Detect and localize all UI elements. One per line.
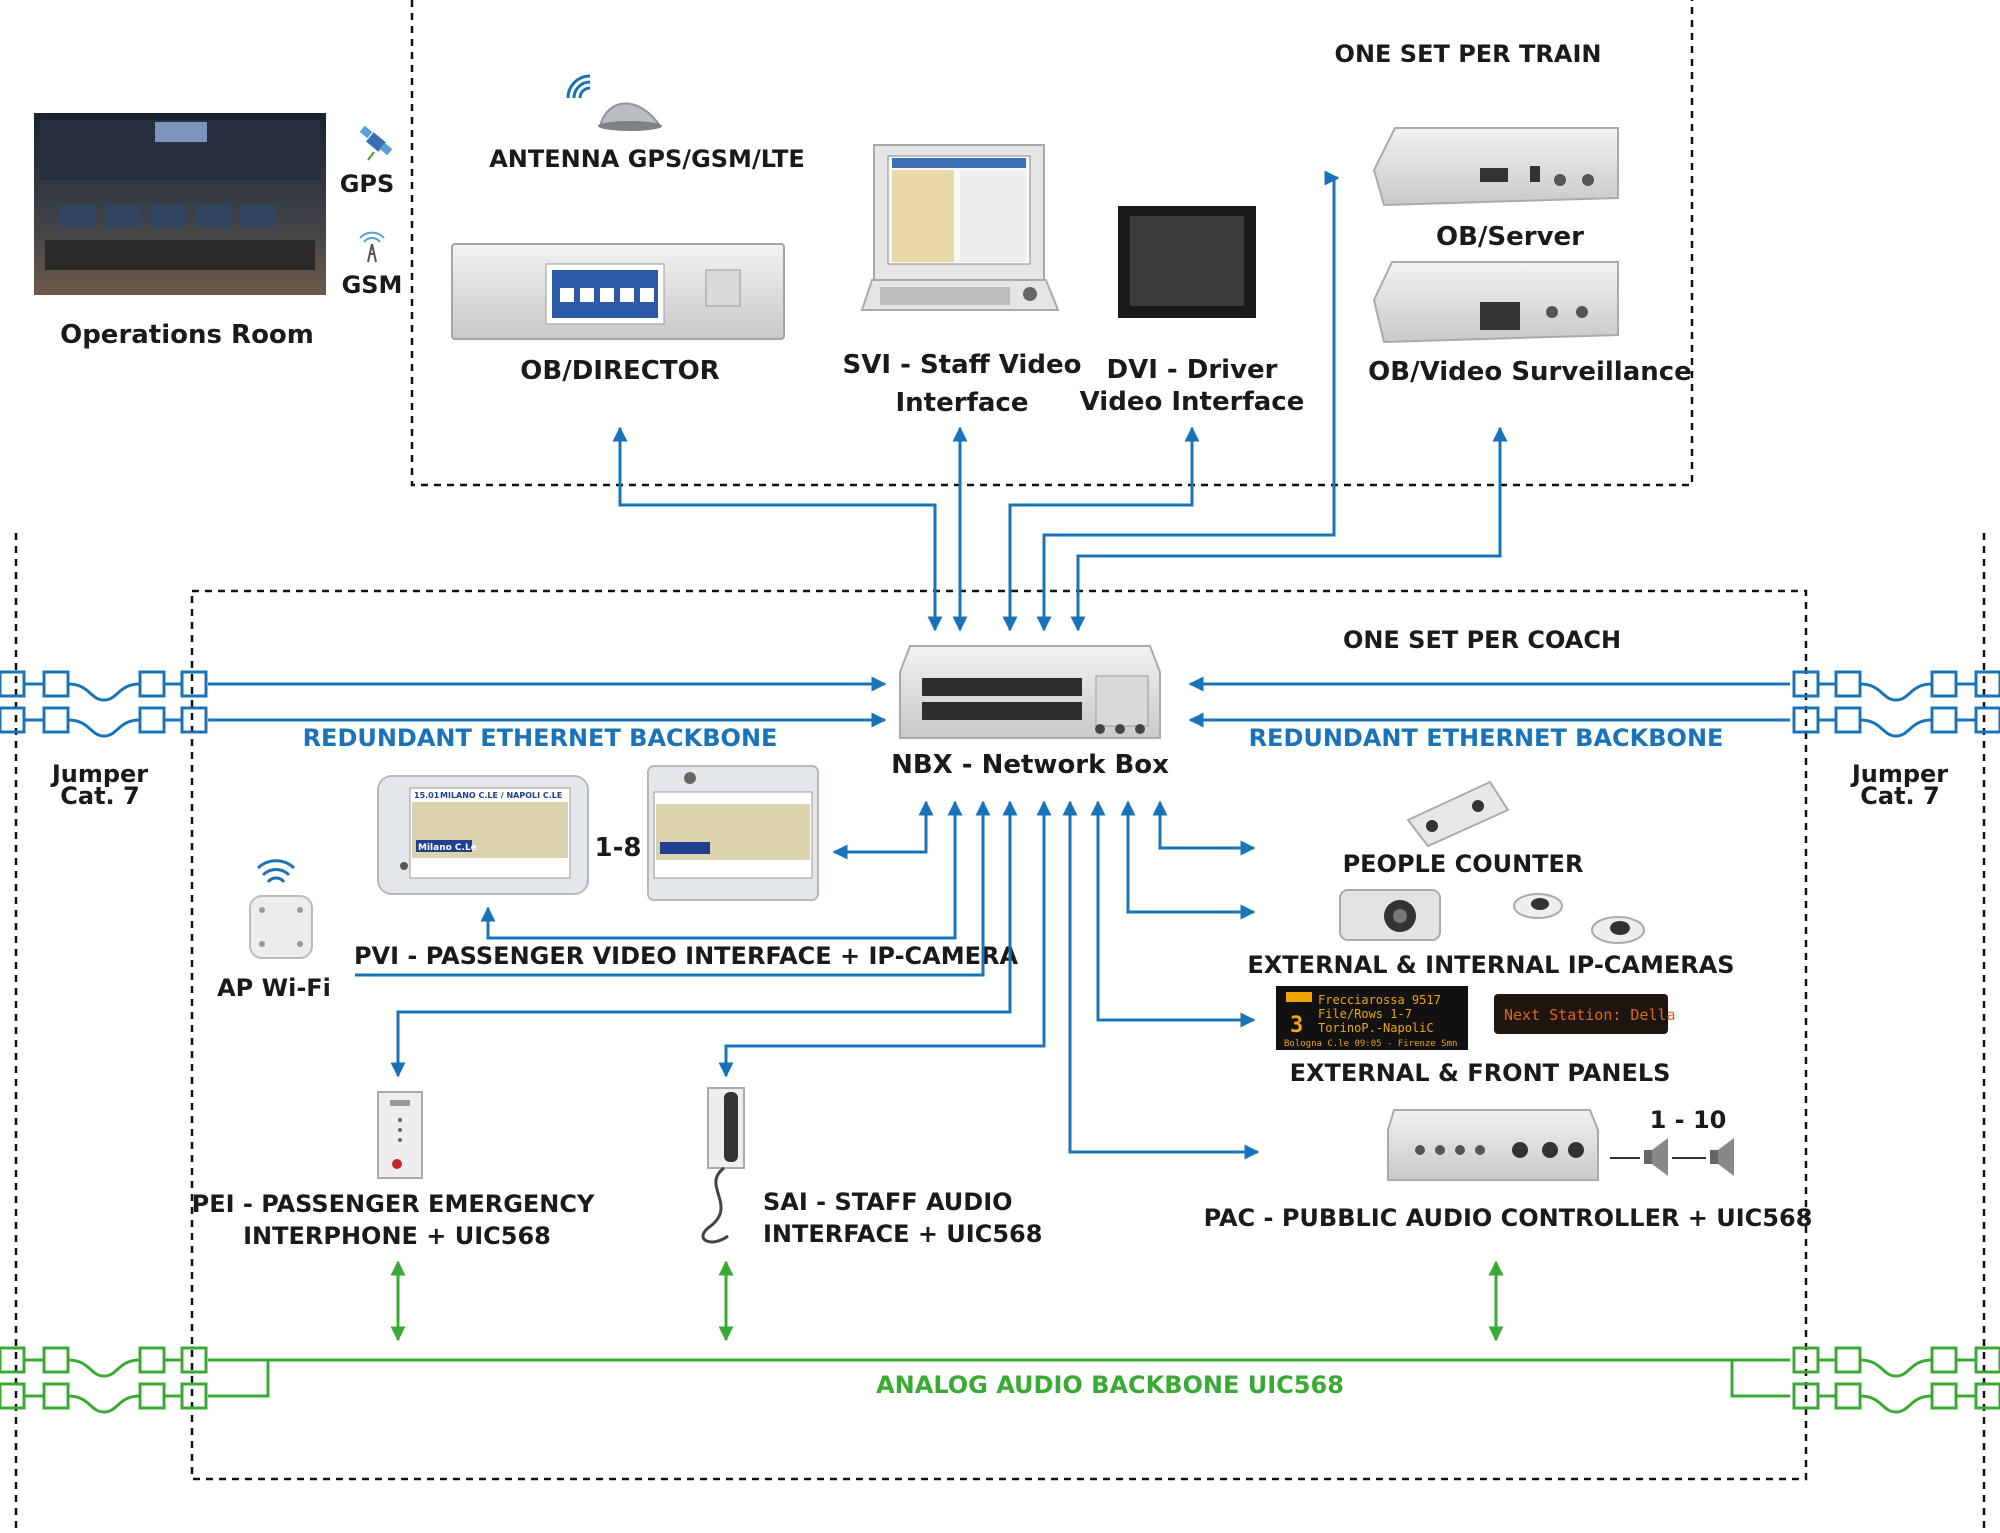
pvi-display-large: 15.01 MILANO C.LE / NAPOLI C.LE Milano C…	[377, 775, 589, 895]
ip-camera-external	[1339, 889, 1441, 941]
nbx-label: NBX - Network Box	[891, 750, 1169, 780]
ip-camera-dome-1	[1513, 893, 1563, 919]
gps-label: GPS	[340, 170, 395, 198]
people-counter-device	[1406, 780, 1510, 848]
jumper-audio-right	[1792, 1346, 2000, 1414]
ip-cameras-label: EXTERNAL & INTERNAL IP-CAMERAS	[1247, 951, 1734, 979]
dvi-monitor	[1118, 206, 1256, 318]
analog-audio-backbone	[208, 1358, 1790, 1398]
jumper-right-label-line2: Cat. 7	[1860, 782, 1939, 810]
coach-network-links	[355, 800, 1260, 1160]
analog-audio-backbone-label: ANALOG AUDIO BACKBONE UIC568	[876, 1371, 1344, 1399]
jumper-ethernet-right	[1792, 670, 2000, 738]
dvi-label-line1: DVI - Driver	[1107, 355, 1278, 385]
svi-terminal	[860, 144, 1060, 311]
redundant-ethernet-right-label: REDUNDANT ETHERNET BACKBONE	[1249, 724, 1724, 752]
audio-links	[390, 1260, 1504, 1342]
ip-camera-dome-2	[1591, 916, 1645, 944]
panels-label: EXTERNAL & FRONT PANELS	[1290, 1059, 1671, 1087]
sai-label-line2: INTERFACE + UIC568	[763, 1220, 1042, 1248]
wifi-icon	[256, 859, 296, 884]
satellite-icon	[359, 125, 393, 161]
gsm-label: GSM	[342, 271, 403, 299]
ap-wifi-device	[249, 895, 313, 959]
people-counter-label: PEOPLE COUNTER	[1343, 850, 1584, 878]
ob-server-unit	[1372, 127, 1619, 207]
panel-line4: Bologna C.le 09:05 - Firenze Smn	[1284, 1039, 1457, 1049]
speaker-icon-1	[1644, 1138, 1668, 1176]
front-panel: Next Station: Della	[1494, 994, 1676, 1034]
operations-room-photo	[34, 113, 326, 295]
panel-line1: Frecciarossa 9517	[1318, 993, 1441, 1007]
jumper-left-label-line2: Cat. 7	[60, 782, 139, 810]
pvi-screen-time: 15.01	[414, 791, 440, 800]
svi-label-line2: Interface	[896, 388, 1029, 418]
jumper-right-label-line1: Jumper	[1850, 760, 1948, 788]
jumper-left-label-line1: Jumper	[50, 760, 148, 788]
pvi-display-small	[647, 765, 819, 901]
ap-wifi-label: AP Wi-Fi	[217, 974, 331, 1002]
pei-interphone-device	[377, 1091, 423, 1179]
pvi-label: PVI - PASSENGER VIDEO INTERFACE + IP-CAM…	[354, 942, 1019, 970]
one-set-per-coach-label: ONE SET PER COACH	[1343, 626, 1621, 654]
antenna-label: ANTENNA GPS/GSM/LTE	[489, 145, 805, 173]
operations-room-label: Operations Room	[60, 320, 314, 350]
pei-label-line2: INTERPHONE + UIC568	[243, 1222, 551, 1250]
redundant-ethernet-left-label: REDUNDANT ETHERNET BACKBONE	[303, 724, 778, 752]
ob-server-label: OB/Server	[1436, 222, 1584, 252]
panel-number: 3	[1290, 1013, 1303, 1038]
pei-label-line1: PEI - PASSENGER EMERGENCY	[192, 1190, 595, 1218]
one-set-per-train-label: ONE SET PER TRAIN	[1335, 40, 1602, 68]
train-network-links	[612, 170, 1508, 632]
panel-line2: File/Rows 1-7	[1318, 1007, 1412, 1021]
panel-line3: TorinoP.-NapoliC	[1318, 1021, 1434, 1035]
ob-video-surveillance-label: OB/Video Surveillance	[1368, 357, 1692, 387]
jumper-ethernet-left	[0, 670, 208, 738]
ob-video-surveillance-unit	[1372, 261, 1619, 344]
antenna-icon	[566, 74, 662, 131]
sai-label-line1: SAI - STAFF AUDIO	[763, 1188, 1013, 1216]
speaker-icon-2	[1710, 1138, 1734, 1176]
front-panel-text: Next Station: Della	[1504, 1006, 1676, 1024]
pac-controller-unit	[1387, 1109, 1599, 1181]
gsm-tower-icon	[359, 231, 385, 263]
pvi-count-label: 1-8	[595, 833, 642, 863]
ob-director-label: OB/DIRECTOR	[520, 356, 719, 386]
svi-label-line1: SVI - Staff Video	[843, 350, 1082, 380]
pvi-screen-station: Milano C.Le	[418, 843, 477, 853]
pac-label: PAC - PUBBLIC AUDIO CONTROLLER + UIC568	[1204, 1204, 1813, 1232]
nbx-network-box	[899, 645, 1161, 739]
coach-boundary	[190, 589, 1808, 1481]
ob-director-unit	[451, 243, 785, 340]
ethernet-backbone	[208, 676, 1790, 728]
pvi-screen-route: MILANO C.LE / NAPOLI C.LE	[440, 791, 562, 800]
external-panel: Frecciarossa 9517 File/Rows 1-7 TorinoP.…	[1276, 986, 1468, 1050]
speaker-count-label: 1 - 10	[1650, 1106, 1727, 1134]
sai-handset-device	[701, 1087, 745, 1244]
dvi-label-line2: Video Interface	[1080, 387, 1305, 417]
jumper-audio-left	[0, 1346, 208, 1414]
